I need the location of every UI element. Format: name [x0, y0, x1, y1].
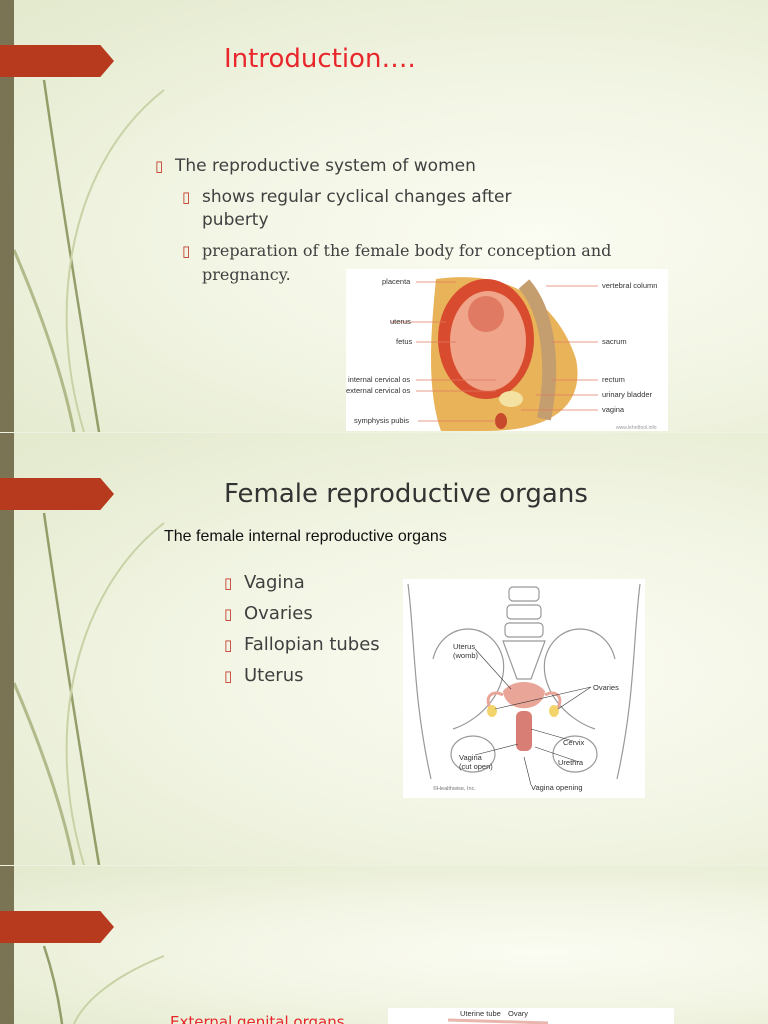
- left-bar: [0, 0, 14, 432]
- label-sacrum: sacrum: [602, 337, 627, 346]
- decorative-swoosh: [14, 79, 165, 432]
- title-tab: [0, 478, 114, 510]
- label-cut-open: (cut open): [459, 762, 493, 771]
- left-bar: [0, 433, 14, 865]
- label-internal-os: internal cervical os: [348, 375, 410, 384]
- page-title: Introduction….: [224, 44, 416, 74]
- label-cervix: Cervix: [563, 738, 585, 747]
- label-womb: (womb): [453, 651, 479, 660]
- pregnancy-diagram: placenta uterus fetus internal cervical …: [346, 269, 668, 431]
- label-vagina: vagina: [602, 405, 625, 414]
- label-placenta: placenta: [382, 277, 411, 286]
- decorative-swoosh: [14, 512, 165, 865]
- page-title: Female reproductive organs: [224, 479, 588, 509]
- list-item: ▯Fallopian tubes: [224, 634, 380, 655]
- label-symphysis: symphysis pubis: [354, 416, 409, 425]
- list-item: ▯Vagina: [224, 572, 305, 593]
- slide-introduction: Introduction…. ▯The reproductive system …: [0, 0, 768, 432]
- label-external-os: external cervical os: [346, 386, 410, 395]
- sub-bullet-preparation: ▯preparation of the female body for conc…: [182, 241, 612, 260]
- bullet-icon: ▯: [224, 667, 233, 685]
- pregnancy-illustration: placenta uterus fetus internal cervical …: [346, 277, 657, 431]
- bullet-icon: ▯: [224, 574, 233, 592]
- external-diagram: Uterine tube Ovary: [388, 1008, 674, 1024]
- left-bar: [0, 866, 14, 1024]
- pelvis-illustration: Uterus (womb) Ovaries Cervix Vagina (cut…: [407, 583, 641, 792]
- bullet-main: ▯The reproductive system of women: [155, 156, 476, 176]
- sub-bullet-preparation-cont: pregnancy.: [202, 265, 291, 284]
- image-credit: ©Healthwise, Inc.: [433, 785, 476, 792]
- label-ovaries: Ovaries: [593, 683, 619, 692]
- title-tab: [0, 45, 114, 77]
- label-fetus: fetus: [396, 337, 413, 346]
- list-item: ▯Ovaries: [224, 603, 313, 624]
- label-uterus: Uterus: [453, 642, 475, 651]
- slide-female-organs: Female reproductive organs The female in…: [0, 433, 768, 865]
- decorative-swoosh: [42, 945, 165, 1024]
- bullet-icon: ▯: [224, 636, 233, 654]
- bullet-icon: ▯: [182, 188, 191, 206]
- sub-bullet-changes: ▯shows regular cyclical changes after: [182, 187, 512, 207]
- label-urethra: Urethra: [558, 758, 584, 767]
- label-rectum: rectum: [602, 375, 625, 384]
- image-credit: www.lehrdtool.info: [616, 425, 657, 431]
- label-uterus: uterus: [390, 317, 411, 326]
- label-vagina-opening: Vagina opening: [531, 783, 583, 792]
- organs-diagram: Uterus (womb) Ovaries Cervix Vagina (cut…: [403, 579, 645, 798]
- bullet-icon: ▯: [155, 157, 164, 175]
- bullet-icon: ▯: [224, 605, 233, 623]
- label-vertebral: vertebral column: [602, 281, 657, 290]
- bullet-icon: ▯: [182, 242, 191, 260]
- list-item: ▯Uterus: [224, 665, 304, 686]
- external-illustration: Uterine tube Ovary: [447, 1009, 549, 1024]
- label-vagina: Vagina: [459, 753, 483, 762]
- sub-bullet-changes-cont: puberty: [202, 210, 269, 230]
- label-ovary: Ovary: [508, 1009, 528, 1018]
- title-tab: [0, 911, 114, 943]
- label-bladder: urinary bladder: [602, 390, 653, 399]
- label-uterine-tube: Uterine tube: [460, 1009, 501, 1018]
- subtitle: The female internal reproductive organs: [164, 528, 447, 545]
- slide-external-organs: External genital organs Uterine tube Ova…: [0, 866, 768, 1024]
- page-title: External genital organs: [170, 1013, 345, 1024]
